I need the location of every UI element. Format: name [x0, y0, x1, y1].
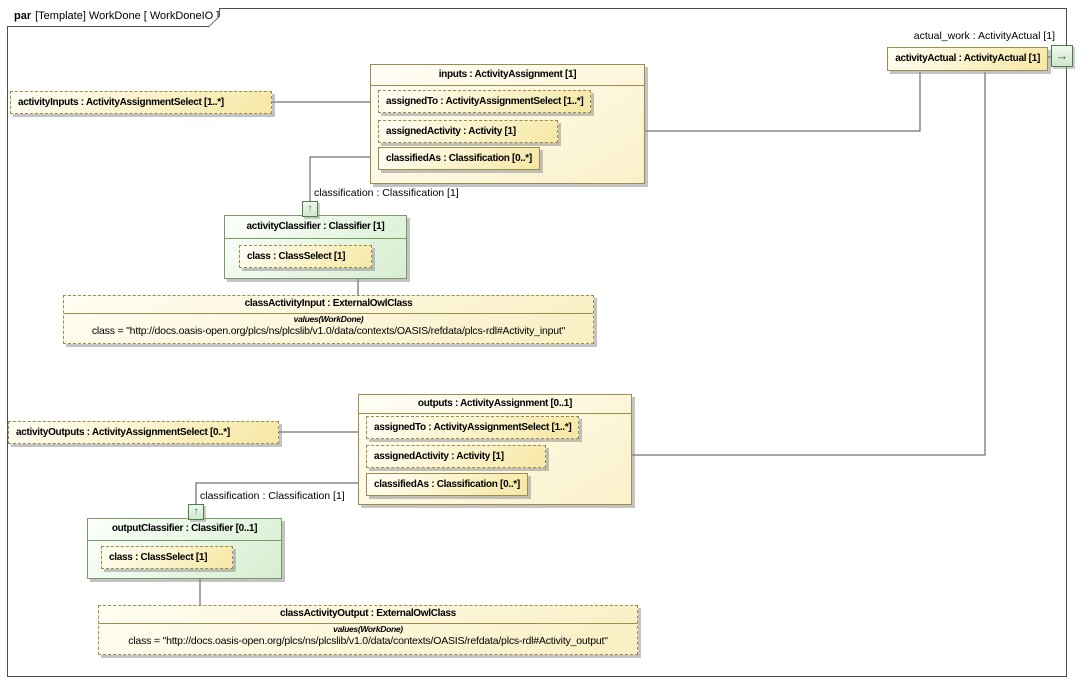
- input-classification-label: classification : Classification [1]: [314, 187, 459, 199]
- inputs-classifiedas-box[interactable]: classifiedAs : Classification [0..*]: [378, 147, 540, 170]
- outputs-classifiedas-label: classifiedAs : Classification [0..*]: [374, 479, 520, 490]
- activity-actual-label: activityActual : ActivityActual [1]: [895, 53, 1040, 64]
- frame-title-text: par[Template] WorkDone [ WorkDoneIO ]: [7, 8, 219, 26]
- class-activity-input-box[interactable]: classActivityInput : ExternalOwlClass va…: [63, 295, 594, 344]
- output-classifier-header: outputClassifier : Classifier [0..1]: [88, 519, 281, 541]
- activity-outputs-box[interactable]: activityOutputs : ActivityAssignmentSele…: [8, 421, 279, 444]
- outputs-header: outputs : ActivityAssignment [0..1]: [359, 395, 631, 414]
- frame-title: par[Template] WorkDone [ WorkDoneIO ]: [7, 8, 220, 27]
- inputs-header: inputs : ActivityAssignment [1]: [371, 65, 644, 86]
- output-classifier-class-box[interactable]: class : ClassSelect [1]: [101, 546, 233, 569]
- output-classifier-box[interactable]: outputClassifier : Classifier [0..1] cla…: [87, 518, 282, 579]
- output-classification-port[interactable]: ↑: [188, 504, 204, 520]
- frame-keyword: par: [14, 10, 32, 22]
- output-classification-label: classification : Classification [1]: [200, 490, 345, 502]
- flow-out-port[interactable]: →: [1051, 45, 1073, 67]
- flow-up-arrow-icon: ↑: [193, 506, 199, 517]
- outputs-assignedto-label: assignedTo : ActivityAssignmentSelect [1…: [374, 422, 572, 433]
- outputs-classifiedas-box[interactable]: classifiedAs : Classification [0..*]: [366, 473, 528, 496]
- activity-classifier-class-box[interactable]: class : ClassSelect [1]: [239, 245, 372, 268]
- inputs-assignedactivity-label: assignedActivity : Activity [1]: [386, 126, 516, 137]
- activity-actual-box[interactable]: activityActual : ActivityActual [1]: [887, 47, 1048, 71]
- inputs-classifiedas-label: classifiedAs : Classification [0..*]: [386, 153, 532, 164]
- outputs-box[interactable]: outputs : ActivityAssignment [0..1] assi…: [358, 394, 632, 505]
- class-activity-input-stereotype: values(WorkDone): [293, 314, 364, 324]
- class-activity-input-value: class = "http://docs.oasis-open.org/plcs…: [91, 325, 566, 337]
- class-activity-output-header: classActivityOutput : ExternalOwlClass: [99, 606, 637, 624]
- inputs-assignedactivity-box[interactable]: assignedActivity : Activity [1]: [378, 120, 558, 143]
- activity-classifier-class-label: class : ClassSelect [1]: [247, 251, 346, 262]
- activity-inputs-box[interactable]: activityInputs : ActivityAssignmentSelec…: [10, 91, 272, 114]
- inputs-assignedto-label: assignedTo : ActivityAssignmentSelect [1…: [386, 96, 584, 107]
- inputs-box[interactable]: inputs : ActivityAssignment [1] assigned…: [370, 64, 645, 184]
- frame-name: [Template] WorkDone [ WorkDoneIO ]: [35, 10, 220, 22]
- activity-inputs-label: activityInputs : ActivityAssignmentSelec…: [18, 97, 224, 108]
- class-activity-output-stereotype: values(WorkDone): [333, 624, 403, 634]
- class-activity-output-value: class = "http://docs.oasis-open.org/plcs…: [128, 635, 608, 647]
- flow-out-arrow-icon: →: [1055, 48, 1069, 63]
- activity-outputs-label: activityOutputs : ActivityAssignmentSele…: [16, 427, 230, 438]
- class-activity-input-header: classActivityInput : ExternalOwlClass: [64, 296, 593, 314]
- actual-work-port-label: actual_work : ActivityActual [1]: [913, 30, 1055, 42]
- output-classifier-class-label: class : ClassSelect [1]: [109, 552, 208, 563]
- activity-classifier-box[interactable]: activityClassifier : Classifier [1] clas…: [224, 215, 407, 279]
- class-activity-output-box[interactable]: classActivityOutput : ExternalOwlClass v…: [98, 605, 638, 655]
- outputs-assignedto-box[interactable]: assignedTo : ActivityAssignmentSelect [1…: [366, 416, 580, 439]
- input-classification-port[interactable]: ↑: [302, 201, 318, 217]
- outputs-assignedactivity-box[interactable]: assignedActivity : Activity [1]: [366, 445, 546, 468]
- flow-up-arrow-icon: ↑: [307, 203, 313, 214]
- inputs-assignedto-box[interactable]: assignedTo : ActivityAssignmentSelect [1…: [378, 90, 592, 113]
- activity-classifier-header: activityClassifier : Classifier [1]: [225, 216, 406, 239]
- outputs-assignedactivity-label: assignedActivity : Activity [1]: [374, 451, 504, 462]
- diagram-frame: [7, 8, 1067, 677]
